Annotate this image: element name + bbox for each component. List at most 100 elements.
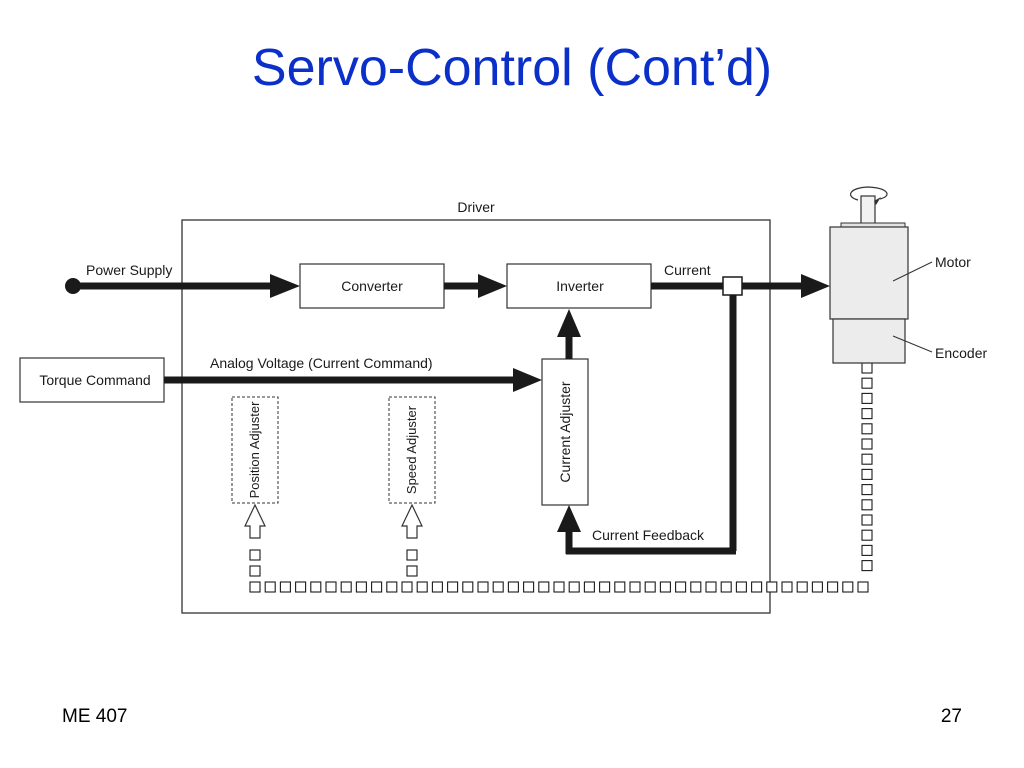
encoder-signal-segment [766, 581, 778, 593]
encoder-signal-segment [325, 581, 337, 593]
current-label: Current [664, 262, 711, 278]
encoder-signal-segment [295, 581, 307, 593]
encoder-signal-segment [644, 581, 656, 593]
position-adjuster-box [231, 396, 279, 504]
analog-voltage-arrowhead [513, 368, 542, 392]
power-supply-arrowhead [270, 274, 300, 298]
torque-command-box [19, 357, 165, 403]
encoder-signal-segment [735, 581, 747, 593]
encoder-signal-segment [751, 581, 763, 593]
current-output-arrowhead [801, 274, 830, 298]
analog-voltage-label: Analog Voltage (Current Command) [210, 355, 433, 371]
encoder-signal-segment [796, 581, 808, 593]
motor-leader-line [892, 261, 933, 282]
encoder-signal-segment [827, 581, 839, 593]
encoder-signal-segment [401, 581, 413, 593]
rotation-indicator-icon [850, 186, 888, 201]
converter-box [299, 263, 445, 309]
rotation-arrowhead-icon [874, 197, 881, 205]
encoder-signal-segment [583, 581, 595, 593]
encoder-signal-segment [629, 581, 641, 593]
encoder-signal-segment [340, 581, 352, 593]
encoder-signal-segment [861, 423, 873, 435]
encoder-signal-segment [264, 581, 276, 593]
slide-title: Servo-Control (Cont’d) [251, 39, 773, 97]
encoder-signal-segment [431, 581, 443, 593]
motor-shaft [860, 195, 876, 225]
encoder-signal-segment [705, 581, 717, 593]
torque-command-label: Torque Command [39, 372, 150, 388]
page-number: 27 [940, 706, 962, 727]
position-adjuster-label: Position Adjuster [247, 401, 262, 499]
encoder-signal-segment [249, 581, 261, 593]
encoder-signal-segment [861, 377, 873, 389]
encoder-signal-segment [538, 581, 550, 593]
current-feedback-arrowhead [557, 505, 581, 532]
encoder-leader-line [892, 335, 933, 353]
encoder-signal-segment [462, 581, 474, 593]
adjuster-to-inverter-arrowhead [557, 309, 581, 337]
driver-box [181, 219, 771, 614]
encoder-signal-segment [842, 581, 854, 593]
speed-adjuster-box [388, 396, 436, 504]
encoder-signal-segment [249, 549, 261, 561]
encoder-signal-segment [861, 514, 873, 526]
inverter-label: Inverter [556, 278, 604, 294]
current-adjuster-box [541, 358, 589, 506]
encoder-signal-segment [447, 581, 459, 593]
encoder-signal-segment [690, 581, 702, 593]
driver-label: Driver [457, 199, 495, 215]
encoder-signal-segment [310, 581, 322, 593]
encoder-signal-segment [861, 453, 873, 465]
speed-adjuster-hollow-arrow [401, 503, 423, 539]
encoder-signal-segment [861, 438, 873, 450]
speed-adjuster-label: Speed Adjuster [404, 405, 419, 494]
encoder-signal-segment [720, 581, 732, 593]
encoder-signal-segment [355, 581, 367, 593]
encoder-signal-segment [371, 581, 383, 593]
encoder-body [832, 318, 906, 364]
power-supply-label: Power Supply [86, 262, 172, 278]
encoder-signal-segment [507, 581, 519, 593]
motor-body [829, 226, 909, 320]
encoder-signal-segment [386, 581, 398, 593]
encoder-signal-segment [811, 581, 823, 593]
encoder-signal-segment [477, 581, 489, 593]
encoder-signal-segment [861, 560, 873, 572]
encoder-signal-segment [861, 408, 873, 420]
encoder-signal-segment [857, 581, 869, 593]
encoder-signal-segment [861, 468, 873, 480]
inverter-box [506, 263, 652, 309]
encoder-signal-segment [675, 581, 687, 593]
encoder-signal-segment [861, 362, 873, 374]
encoder-signal-segment [279, 581, 291, 593]
position-adjuster-hollow-arrow [244, 503, 266, 539]
encoder-signal-path [249, 362, 873, 593]
encoder-signal-segment [861, 392, 873, 404]
encoder-signal-segment [249, 565, 261, 577]
encoder-signal-segment [614, 581, 626, 593]
encoder-signal-segment [406, 549, 418, 561]
encoder-signal-segment [599, 581, 611, 593]
motor-label: Motor [935, 254, 971, 270]
current-feedback-label: Current Feedback [592, 527, 705, 543]
converter-to-inverter-arrowhead [478, 274, 507, 298]
encoder-signal-segment [861, 499, 873, 511]
encoder-signal-segment [523, 581, 535, 593]
encoder-signal-segment [416, 581, 428, 593]
encoder-signal-segment [861, 529, 873, 541]
converter-label: Converter [341, 278, 403, 294]
current-sensor-node [722, 276, 743, 296]
encoder-signal-segment [406, 565, 418, 577]
encoder-label: Encoder [935, 345, 987, 361]
current-adjuster-label: Current Adjuster [557, 381, 573, 482]
encoder-signal-segment [553, 581, 565, 593]
encoder-signal-segment [861, 484, 873, 496]
encoder-signal-segment [861, 544, 873, 556]
course-code: ME 407 [62, 706, 128, 727]
encoder-signal-segment [568, 581, 580, 593]
encoder-signal-segment [781, 581, 793, 593]
encoder-signal-segment [492, 581, 504, 593]
encoder-signal-segment [659, 581, 671, 593]
